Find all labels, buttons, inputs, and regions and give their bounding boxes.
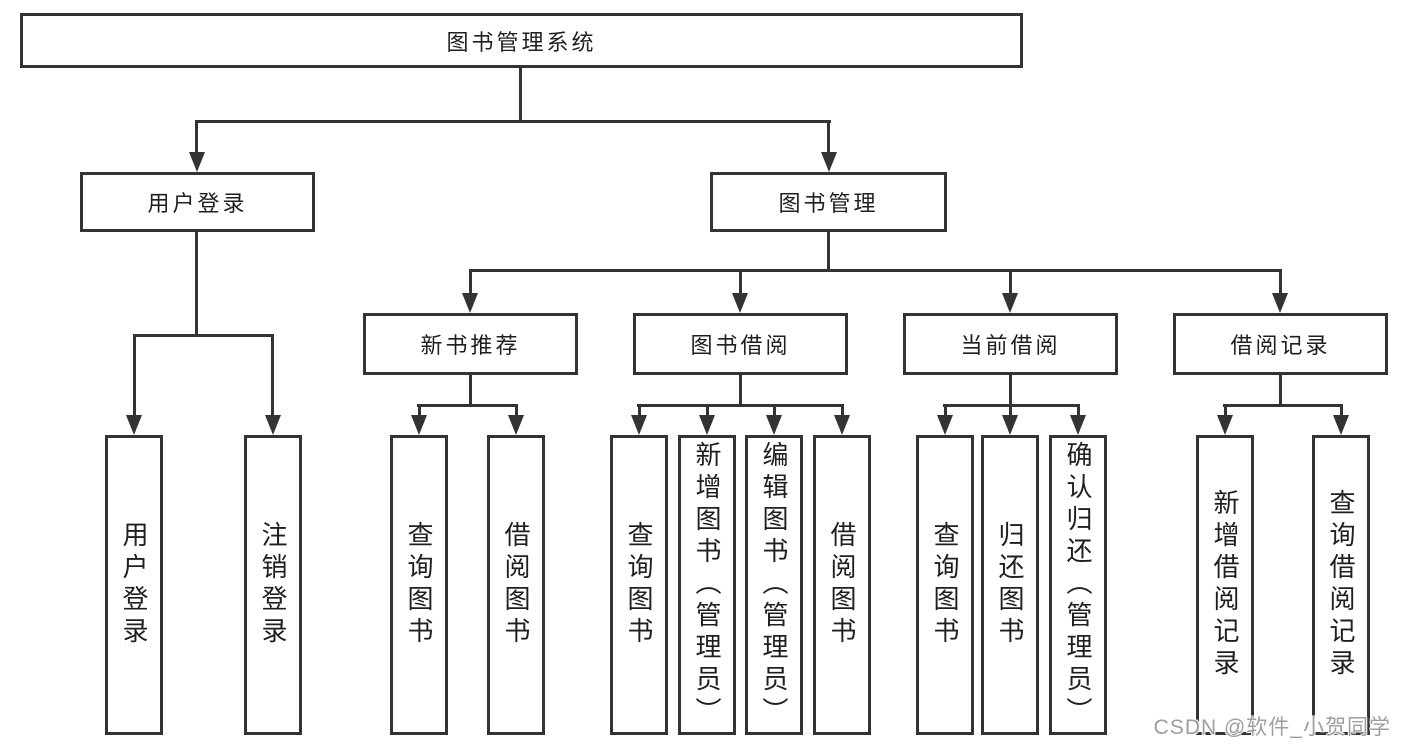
leaf-return-books: 归还图书 bbox=[981, 435, 1039, 735]
leaf-borrow-books-label: 借阅图书 bbox=[827, 521, 857, 649]
leaf-query-borrow-record: 查询借阅记录 bbox=[1312, 435, 1370, 735]
arrow-leaf bbox=[699, 415, 715, 435]
arrow-new-book bbox=[462, 293, 478, 313]
connector-drop bbox=[515, 404, 518, 416]
node-book-management: 图书管理 bbox=[710, 172, 947, 232]
connector-user-rail bbox=[133, 334, 274, 337]
connector-drop-book-borrow bbox=[739, 269, 742, 294]
connector-root-stem bbox=[519, 68, 522, 121]
connector-drop-borrow-records bbox=[1279, 269, 1282, 294]
arrow-leaf bbox=[631, 415, 647, 435]
arrow-book-mgmt bbox=[821, 152, 837, 172]
node-root-label: 图书管理系统 bbox=[446, 29, 597, 55]
node-book-management-label: 图书管理 bbox=[778, 191, 879, 216]
arrow-leaf bbox=[1217, 415, 1233, 435]
leaf-add-book-admin-label: 新增图书（管理员） bbox=[692, 441, 722, 729]
leaf-query-books-borrow: 查询图书 bbox=[610, 435, 668, 735]
arrow-book-borrow bbox=[732, 293, 748, 313]
connector-drop bbox=[841, 404, 844, 416]
leaf-return-books-label: 归还图书 bbox=[995, 521, 1025, 649]
leaf-logout: 注销登录 bbox=[244, 435, 302, 735]
connector-rail-new-book bbox=[417, 404, 518, 407]
connector-user-stem bbox=[195, 232, 198, 336]
connector-drop bbox=[773, 404, 776, 416]
arrow-leaf bbox=[766, 415, 782, 435]
connector-drop-current-borrow bbox=[1009, 269, 1012, 294]
connector-stem-borrow-records bbox=[1279, 375, 1282, 407]
arrow-leaf-logout bbox=[265, 415, 281, 435]
arrow-leaf bbox=[1333, 415, 1349, 435]
connector-drop bbox=[1009, 404, 1012, 416]
node-borrow-records: 借阅记录 bbox=[1173, 313, 1388, 375]
connector-drop bbox=[1077, 404, 1080, 416]
leaf-query-books-current-label: 查询图书 bbox=[930, 521, 960, 649]
leaf-logout-label: 注销登录 bbox=[258, 521, 288, 649]
connector-level1-rail bbox=[196, 120, 831, 123]
leaf-add-borrow-record-label: 新增借阅记录 bbox=[1210, 489, 1240, 681]
arrow-leaf bbox=[937, 415, 953, 435]
leaf-query-books-current: 查询图书 bbox=[916, 435, 974, 735]
connector-drop bbox=[944, 404, 947, 416]
leaf-confirm-return-admin: 确认归还（管理员） bbox=[1049, 435, 1107, 735]
leaf-user-login-label: 用户登录 bbox=[119, 521, 149, 649]
leaf-borrow-books-recommend: 借阅图书 bbox=[487, 435, 545, 735]
connector-rail-book-borrow bbox=[637, 404, 844, 407]
connector-drop-leaf-login bbox=[133, 334, 136, 415]
connector-drop bbox=[1340, 404, 1343, 416]
arrow-leaf bbox=[1002, 415, 1018, 435]
connector-drop bbox=[418, 404, 421, 416]
watermark: CSDN @软件_小贺同学 bbox=[1153, 716, 1391, 739]
node-book-borrow: 图书借阅 bbox=[633, 313, 848, 375]
connector-drop-leaf-logout bbox=[271, 334, 274, 415]
leaf-add-book-admin: 新增图书（管理员） bbox=[678, 435, 736, 735]
connector-drop bbox=[706, 404, 709, 416]
leaf-query-books-recommend-label: 查询图书 bbox=[404, 521, 434, 649]
arrow-leaf-login bbox=[126, 415, 142, 435]
connector-stem-current-borrow bbox=[1009, 375, 1012, 407]
node-borrow-records-label: 借阅记录 bbox=[1230, 333, 1331, 358]
leaf-add-borrow-record: 新增借阅记录 bbox=[1196, 435, 1254, 735]
leaf-query-books-borrow-label: 查询图书 bbox=[624, 521, 654, 649]
leaf-query-books-recommend: 查询图书 bbox=[390, 435, 448, 735]
arrow-leaf bbox=[1070, 415, 1086, 435]
connector-drop bbox=[638, 404, 641, 416]
connector-book-stem bbox=[827, 232, 830, 272]
connector-level2-rail bbox=[469, 269, 1282, 272]
node-new-book-recommend: 新书推荐 bbox=[363, 313, 578, 375]
leaf-edit-book-admin: 编辑图书（管理员） bbox=[745, 435, 803, 735]
leaf-borrow-books-recommend-label: 借阅图书 bbox=[501, 521, 531, 649]
node-new-book-recommend-label: 新书推荐 bbox=[420, 333, 521, 358]
node-root: 图书管理系统 bbox=[20, 13, 1023, 68]
leaf-edit-book-admin-label: 编辑图书（管理员） bbox=[759, 441, 789, 729]
arrow-user-login bbox=[189, 152, 205, 172]
arrow-current-borrow bbox=[1002, 293, 1018, 313]
leaf-confirm-return-admin-label: 确认归还（管理员） bbox=[1063, 441, 1093, 729]
arrow-leaf bbox=[411, 415, 427, 435]
connector-drop-user-login bbox=[195, 120, 198, 153]
node-book-borrow-label: 图书借阅 bbox=[690, 333, 791, 358]
connector-drop bbox=[1224, 404, 1227, 416]
arrow-borrow-records bbox=[1272, 293, 1288, 313]
leaf-user-login: 用户登录 bbox=[105, 435, 163, 735]
connector-rail-borrow-records bbox=[1223, 404, 1343, 407]
connector-drop-new-book bbox=[469, 269, 472, 294]
arrow-leaf bbox=[508, 415, 524, 435]
node-user-login-label: 用户登录 bbox=[147, 191, 248, 216]
arrow-leaf bbox=[834, 415, 850, 435]
node-user-login: 用户登录 bbox=[80, 172, 315, 232]
node-current-borrow-label: 当前借阅 bbox=[960, 333, 1061, 358]
node-current-borrow: 当前借阅 bbox=[903, 313, 1118, 375]
connector-stem-book-borrow bbox=[739, 375, 742, 407]
connector-stem-new-book bbox=[469, 375, 472, 407]
connector-drop-book-mgmt bbox=[827, 120, 830, 153]
leaf-query-borrow-record-label: 查询借阅记录 bbox=[1326, 489, 1356, 681]
leaf-borrow-books: 借阅图书 bbox=[813, 435, 871, 735]
